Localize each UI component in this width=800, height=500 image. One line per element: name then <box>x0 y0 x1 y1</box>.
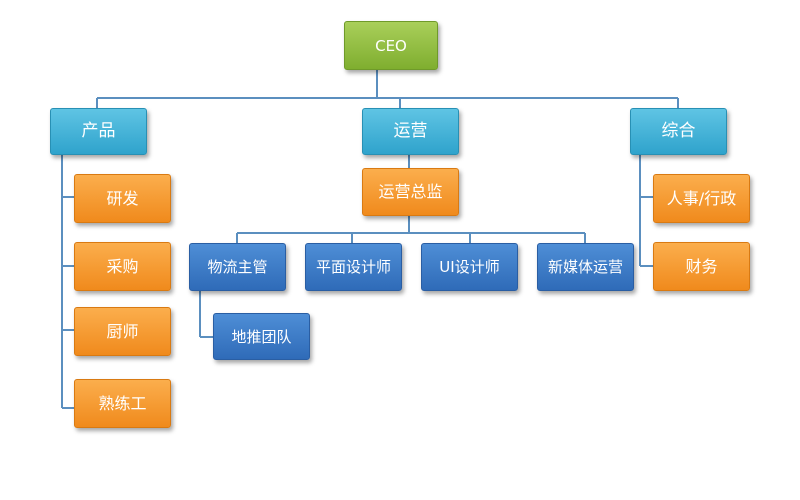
node-ops-director[interactable]: 运营总监 <box>362 168 459 216</box>
node-product[interactable]: 产品 <box>50 108 147 155</box>
node-purchase[interactable]: 采购 <box>74 242 171 291</box>
node-rd-label: 研发 <box>106 188 139 208</box>
node-graphic-designer-label: 平面设计师 <box>315 258 391 276</box>
node-operations[interactable]: 运营 <box>362 108 459 155</box>
node-finance[interactable]: 财务 <box>653 242 750 291</box>
node-general-label: 综合 <box>661 121 696 142</box>
node-new-media[interactable]: 新媒体运营 <box>537 243 634 291</box>
node-operations-label: 运营 <box>393 121 428 142</box>
node-chef[interactable]: 厨师 <box>74 307 171 356</box>
node-logistics-manager[interactable]: 物流主管 <box>189 243 286 291</box>
node-finance-label: 财务 <box>685 256 718 276</box>
node-new-media-label: 新媒体运营 <box>547 258 623 276</box>
node-ui-designer[interactable]: UI设计师 <box>421 243 518 291</box>
node-chef-label: 厨师 <box>106 321 139 341</box>
node-graphic-designer[interactable]: 平面设计师 <box>305 243 402 291</box>
node-hr-admin-label: 人事/行政 <box>666 188 737 208</box>
node-ceo[interactable]: CEO <box>344 21 438 70</box>
node-product-label: 产品 <box>81 121 116 142</box>
node-hr-admin[interactable]: 人事/行政 <box>653 174 750 223</box>
node-ground-team[interactable]: 地推团队 <box>213 313 310 360</box>
node-general[interactable]: 综合 <box>630 108 727 155</box>
node-rd[interactable]: 研发 <box>74 174 171 223</box>
node-ground-team-label: 地推团队 <box>231 327 292 346</box>
node-ops-director-label: 运营总监 <box>378 182 443 202</box>
node-ceo-label: CEO <box>375 36 407 55</box>
node-ui-designer-label: UI设计师 <box>439 258 500 276</box>
node-skilled-worker[interactable]: 熟练工 <box>74 379 171 428</box>
node-purchase-label: 采购 <box>106 256 139 276</box>
node-skilled-worker-label: 熟练工 <box>98 393 147 413</box>
node-logistics-manager-label: 物流主管 <box>207 258 268 276</box>
